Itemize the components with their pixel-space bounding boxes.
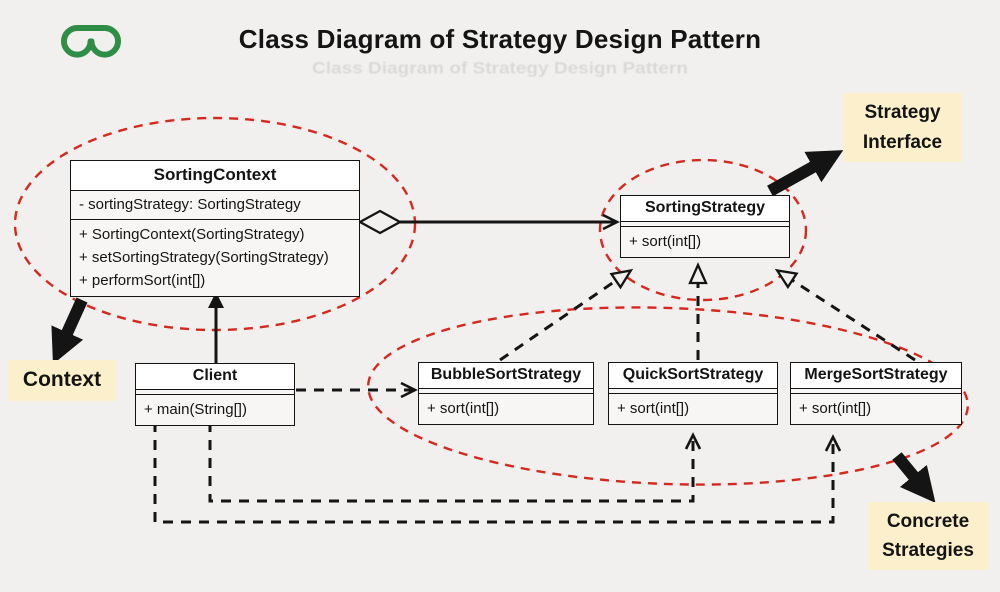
class-title: MergeSortStrategy [791, 363, 961, 389]
empty-attributes-compartment [791, 389, 961, 394]
class-sortingcontext: SortingContext - sortingStrategy: Sortin… [70, 160, 360, 297]
context-callout-arrow [51, 297, 88, 365]
page-title: Class Diagram of Strategy Design Pattern [238, 24, 762, 54]
empty-attributes-compartment [609, 389, 777, 394]
class-methods: + sort(int[]) [791, 394, 961, 424]
empty-attributes-compartment [136, 390, 294, 395]
class-methods: + sort(int[]) [609, 394, 777, 424]
method: + sort(int[]) [799, 400, 872, 417]
page-title-echo: Class Diagram of Strategy Design Pattern [312, 59, 688, 78]
concrete-strategies-highlight-ellipse [366, 306, 970, 486]
class-mergesortstrategy: MergeSortStrategy + sort(int[]) [790, 362, 962, 425]
concrete-strategies-callout-arrow [892, 452, 936, 503]
class-title: BubbleSortStrategy [419, 363, 593, 389]
realization-mergesort [774, 268, 916, 362]
class-bubblesortstrategy: BubbleSortStrategy + sort(int[]) [418, 362, 594, 425]
method: + performSort(int[]) [79, 272, 206, 289]
method: + sort(int[]) [427, 400, 500, 417]
class-quicksortstrategy: QuickSortStrategy + sort(int[]) [608, 362, 778, 425]
class-methods: + SortingContext(SortingStrategy) + setS… [71, 220, 359, 296]
strategy-interface-callout-arrow [767, 150, 844, 197]
dependency-client-mergesort [153, 422, 842, 524]
class-sortingstrategy: SortingStrategy + sort(int[]) [620, 195, 790, 258]
class-client: Client + main(String[]) [135, 363, 295, 426]
class-title: Client [136, 364, 294, 390]
callout-context: Context [8, 360, 116, 401]
class-methods: + main(String[]) [136, 395, 294, 425]
strategy-interface-highlight-ellipse [598, 158, 808, 302]
callout-strategy-interface: Strategy Interface [843, 93, 962, 162]
dependency-client-quicksort [208, 422, 702, 503]
class-title: SortingStrategy [621, 196, 789, 222]
method: + main(String[]) [144, 401, 247, 418]
method: + sort(int[]) [629, 233, 702, 250]
empty-attributes-compartment [621, 222, 789, 227]
class-title: SortingContext [71, 161, 359, 191]
method: + sort(int[]) [617, 400, 690, 417]
class-methods: + sort(int[]) [419, 394, 593, 424]
geeksforgeeks-logo [60, 25, 122, 58]
method: + setSortingStrategy(SortingStrategy) [79, 249, 329, 266]
empty-attributes-compartment [419, 389, 593, 394]
class-title: QuickSortStrategy [609, 363, 777, 389]
callout-concrete-strategies: Concrete Strategies [868, 502, 988, 570]
aggregation-diamond [357, 209, 403, 235]
method: + SortingContext(SortingStrategy) [79, 226, 305, 243]
class-methods: + sort(int[]) [621, 227, 789, 257]
class-attributes: - sortingStrategy: SortingStrategy [71, 191, 359, 220]
realization-bubblesort [499, 268, 634, 362]
attribute: - sortingStrategy: SortingStrategy [79, 196, 301, 213]
